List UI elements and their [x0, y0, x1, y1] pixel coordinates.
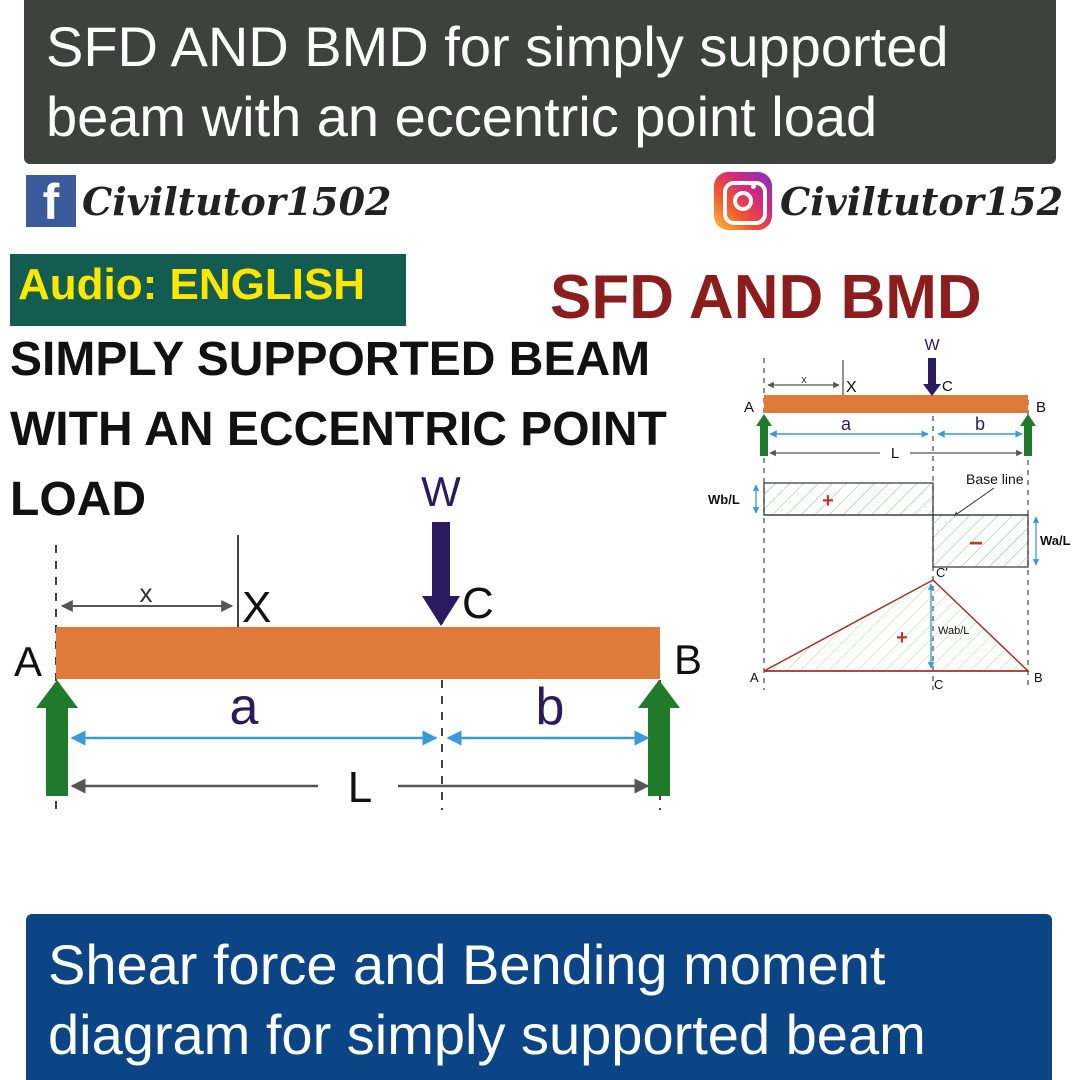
small-section-label: X — [846, 379, 857, 396]
instagram-handle: Civiltutor152 — [780, 178, 1064, 224]
beam-section-label: X — [242, 583, 271, 632]
footer-banner: Shear force and Bending moment diagram f… — [26, 914, 1052, 1080]
sfd-left-value: Wb/L — [708, 492, 740, 507]
footer-title-line1: Shear force and Bending moment — [48, 933, 886, 996]
audio-label: Audio: ENGLISH — [18, 260, 366, 309]
beam-body — [56, 627, 660, 679]
sfd-negative-region — [932, 514, 1029, 568]
beam-span-b-label: b — [536, 678, 565, 736]
facebook-icon: f — [26, 175, 76, 227]
small-span-b-label: b — [975, 414, 985, 434]
header-title-line1: SFD AND BMD for simply supported — [46, 15, 949, 78]
small-support-b-arrow-icon — [1020, 414, 1036, 426]
sfd-diagram: Wb/L Wa/L + − Base line — [708, 471, 1071, 568]
bmd-c-label: C — [934, 677, 943, 692]
beam-span-l-label: L — [348, 763, 372, 812]
subtitle-line1: SIMPLY SUPPORTED BEAM — [10, 333, 651, 386]
small-x-label: x — [801, 374, 807, 386]
small-load-label: W — [924, 337, 940, 354]
header-title-line2: beam with an eccentric point load — [46, 85, 878, 148]
bmd-peak-label: C' — [936, 565, 948, 580]
small-span-a-label: a — [841, 414, 852, 434]
small-span-l-label: L — [891, 445, 899, 462]
bmd-left-label: A — [750, 670, 759, 685]
small-support-a-label: A — [744, 399, 754, 416]
small-point-c-label: C — [942, 378, 953, 395]
sfd-positive-sign: + — [822, 490, 834, 512]
small-support-b-label: B — [1036, 399, 1046, 416]
instagram-handle-group[interactable]: Civiltutor152 — [714, 170, 1063, 232]
small-support-a-arrow-icon — [756, 414, 772, 426]
facebook-handle-group[interactable]: f Civiltutor1502 — [26, 170, 392, 232]
subtitle-line2: WITH AN ECCENTRIC POINT — [10, 403, 667, 456]
support-a-arrow-icon — [36, 680, 78, 708]
small-beam-body — [764, 395, 1028, 413]
sfd-base-line-label: Base line — [966, 471, 1024, 487]
load-arrow-icon — [422, 596, 460, 626]
beam-x-label: x — [140, 578, 153, 608]
beam-point-c-label: C — [462, 579, 494, 628]
subtitle-line3: LOAD — [10, 473, 146, 526]
sfd-negative-sign: − — [969, 530, 983, 557]
sfd-right-value: Wa/L — [1040, 533, 1071, 548]
small-beam-group: x X W C A B a b L — [744, 337, 1046, 690]
bmd-triangle — [763, 579, 1030, 672]
beam-load-label: W — [421, 468, 461, 515]
header-banner: SFD AND BMD for simply supported beam wi… — [24, 0, 1056, 164]
bmd-diagram: C' Wab/L + A B C — [750, 565, 1043, 692]
facebook-handle: Civiltutor1502 — [82, 178, 392, 224]
beam-span-a-label: a — [230, 678, 259, 736]
footer-title-line2: diagram for simply supported beam — [48, 1003, 926, 1066]
instagram-icon — [714, 172, 772, 230]
beam-support-a-label: A — [14, 638, 42, 685]
bmd-positive-sign: + — [896, 627, 908, 649]
diagram-title: SFD AND BMD — [550, 263, 982, 332]
audio-language-badge: Audio: ENGLISH — [10, 254, 406, 326]
support-b-arrow-icon — [638, 680, 680, 708]
beam-support-b-label: B — [674, 636, 702, 683]
sfd-positive-region — [763, 482, 934, 516]
bmd-peak-value: Wab/L — [938, 625, 969, 637]
bmd-right-label: B — [1034, 670, 1043, 685]
small-load-arrow-icon — [923, 384, 941, 396]
